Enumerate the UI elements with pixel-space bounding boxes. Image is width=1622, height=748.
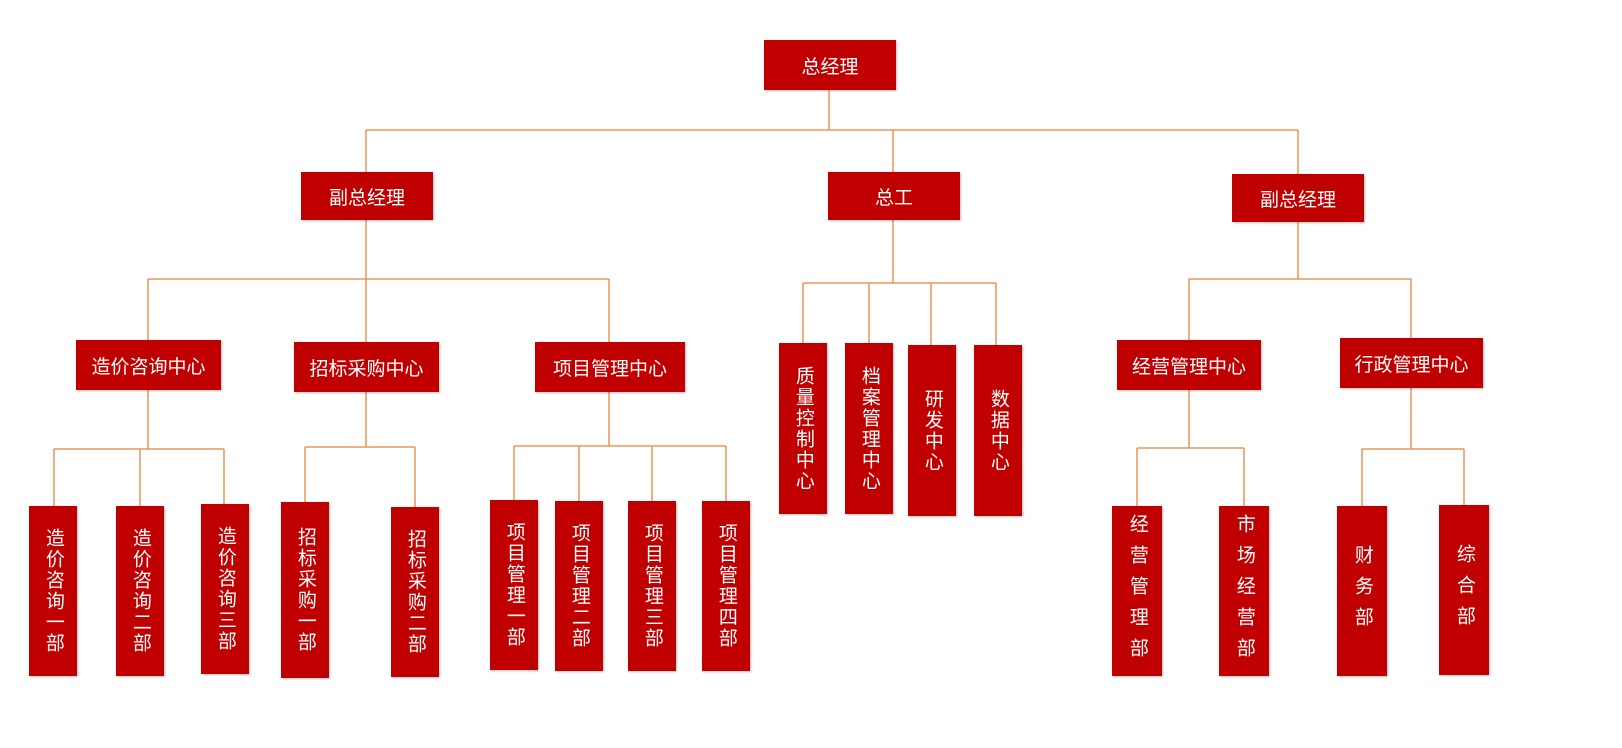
node-finance-dept: 财务部 (1337, 506, 1387, 676)
node-project-dept-1: 项目管理一部 (490, 500, 538, 670)
node-vp-left: 副总经理 (301, 172, 433, 220)
node-cost-dept-1: 造价咨询一部 (29, 506, 77, 676)
node-admin-center: 行政管理中心 (1340, 338, 1483, 388)
node-general-dept: 综合部 (1439, 505, 1489, 675)
node-project-center: 项目管理中心 (535, 342, 685, 392)
node-market-dept: 市场经营部 (1219, 506, 1269, 676)
node-bidding-dept-1: 招标采购一部 (281, 502, 329, 678)
node-project-dept-2: 项目管理二部 (555, 501, 603, 671)
node-cost-dept-2: 造价咨询二部 (116, 506, 164, 676)
node-cost-center: 造价咨询中心 (76, 340, 221, 390)
node-cost-dept-3: 造价咨询三部 (201, 504, 249, 674)
node-bidding-center: 招标采购中心 (294, 342, 439, 392)
node-data-center: 数据中心 (974, 345, 1022, 516)
node-archive-center: 档案管理中心 (845, 343, 893, 514)
node-chief-engineer: 总工 (828, 172, 960, 220)
node-quality-center: 质量控制中心 (779, 343, 827, 514)
node-business-center: 经营管理中心 (1117, 340, 1261, 390)
node-bidding-dept-2: 招标采购二部 (391, 507, 439, 677)
node-project-dept-3: 项目管理三部 (628, 501, 676, 671)
node-ceo: 总经理 (764, 40, 896, 90)
node-business-dept: 经营管理部 (1112, 506, 1162, 676)
node-project-dept-4: 项目管理四部 (702, 501, 750, 671)
node-vp-right: 副总经理 (1232, 174, 1364, 222)
node-rnd-center: 研发中心 (908, 345, 956, 516)
